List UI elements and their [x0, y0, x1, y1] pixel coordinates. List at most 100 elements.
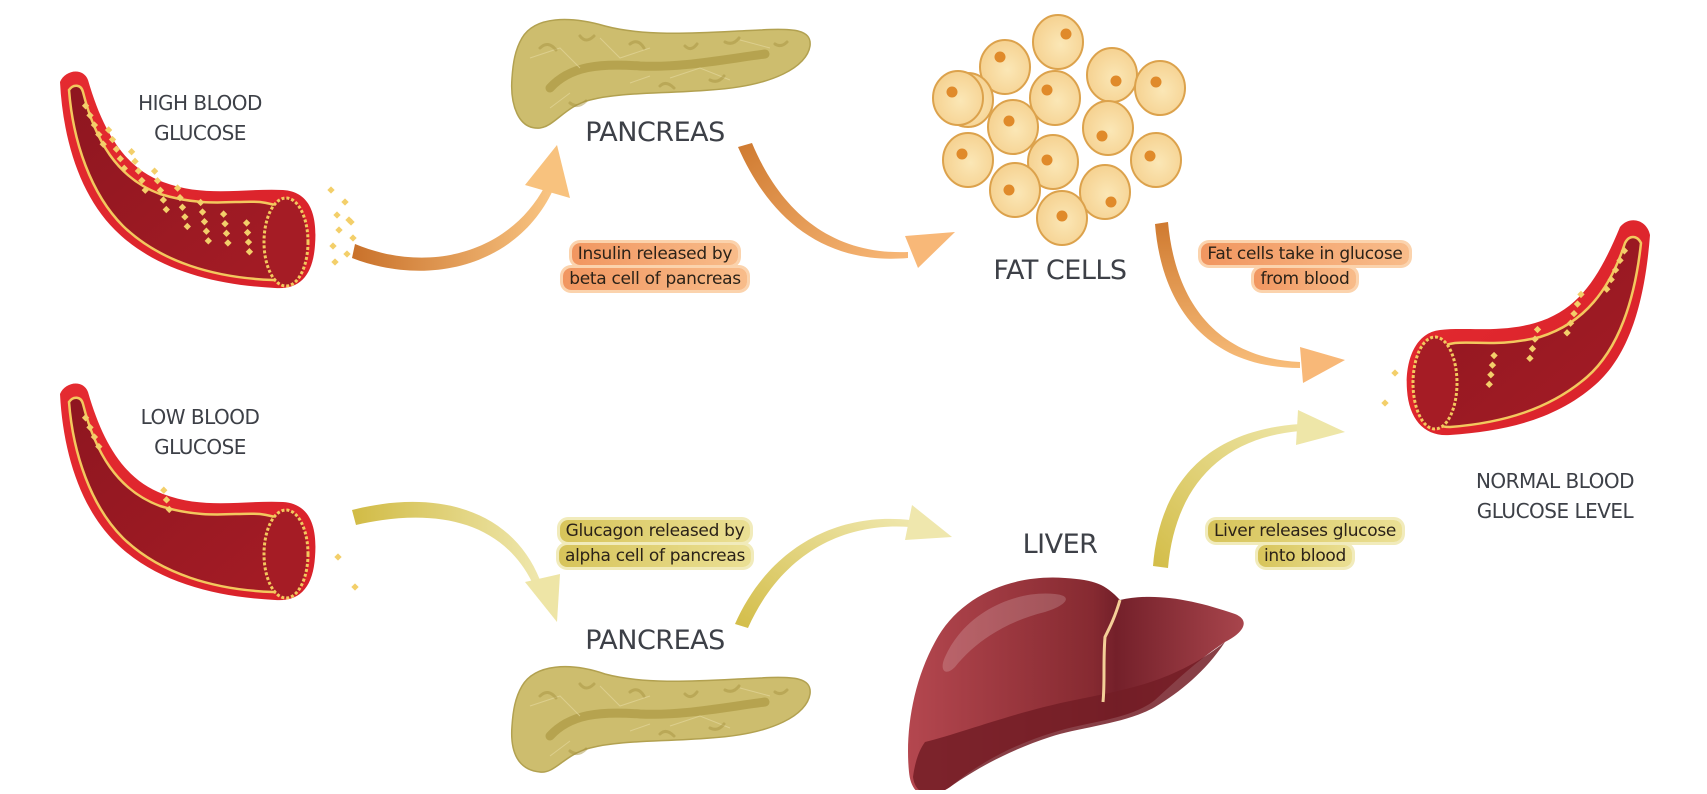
fat-cell-nucleus [1105, 196, 1117, 208]
falciform-ligament [1101, 599, 1122, 703]
glucose-particle [333, 211, 341, 219]
glucose-particle [120, 164, 128, 173]
glucose-particle [1485, 380, 1493, 389]
arrow-head [905, 232, 955, 268]
pancreas-body [510, 18, 811, 129]
arrow-shaft [352, 501, 540, 582]
glucose-particle [165, 505, 173, 514]
arrow-shaft [1153, 424, 1300, 568]
fat-cell-nucleus [1144, 150, 1156, 162]
glucose-particle [90, 433, 99, 441]
glucose-particle [1533, 325, 1542, 334]
liver-highlight [942, 593, 1066, 672]
fat-cell-membrane [979, 39, 1031, 95]
glucose-particle [86, 111, 94, 120]
glucose-particle [99, 140, 107, 148]
glucose-particle [204, 237, 212, 245]
pancreas-top-label: PANCREAS [585, 117, 725, 148]
fat-cell-membrane [1134, 60, 1186, 116]
fat-cell [1032, 14, 1084, 70]
low-glucose-blood-vessel [60, 383, 359, 601]
glucose-particle [153, 177, 162, 185]
insulin-callout-text: Insulin released by beta cell of pancrea… [563, 243, 747, 290]
glucose-particle [327, 186, 335, 194]
glucose-particle [242, 219, 251, 227]
pancreas-lobules [538, 34, 789, 108]
glucose-particle [349, 234, 357, 242]
glucose-particle [331, 258, 339, 266]
glucose-particle [150, 167, 159, 175]
fat-cell [979, 39, 1031, 95]
vessel-opening [262, 196, 310, 288]
fat-cell-membrane [1130, 132, 1182, 188]
fat-cell-membrane [1086, 47, 1138, 103]
fat-uptake-callout: Fat cells take in glucose from blood [1180, 217, 1430, 292]
fat-cell-nucleus [956, 148, 968, 160]
fat-cells-label: FAT CELLS [993, 255, 1127, 286]
fat-cell [1082, 100, 1134, 156]
pancreas-body [510, 665, 811, 773]
glucose-particles [81, 102, 357, 266]
glucose-particle [162, 496, 171, 504]
fat-cell-membrane [1029, 70, 1081, 126]
high-blood-glucose-label: HIGH BLOOD GLUCOSE [138, 91, 262, 145]
arrow-shaft [738, 143, 908, 259]
fat-cell [1036, 190, 1088, 246]
pancreas-texture [529, 37, 771, 109]
normal-blood-glucose-label: NORMAL BLOOD GLUCOSE LEVEL [1475, 469, 1635, 523]
fat-cell-nucleus [994, 51, 1006, 63]
arrow-pancreas-to-liver [735, 505, 952, 628]
fat-cell [1027, 134, 1079, 190]
glucose-particle [334, 553, 342, 561]
fat-cell-membrane [1027, 134, 1079, 190]
arrow-pancreas-to-fat-cells [738, 143, 955, 268]
fat-cell-nucleus [1056, 210, 1068, 222]
glucose-particle [160, 486, 168, 494]
fat-cell-nucleus [1060, 28, 1072, 40]
glucagon-callout-text: Glucagon released by alpha cell of pancr… [558, 520, 752, 567]
arrow-low-glucose-to-pancreas [352, 501, 560, 622]
pancreas-duct [545, 697, 770, 741]
fat-cell-nucleus [1041, 154, 1053, 166]
pancreas-duct [545, 49, 770, 93]
vessel-opening [262, 508, 310, 600]
liver-label: LIVER [1022, 529, 1098, 560]
fat-cell [932, 70, 984, 126]
fat-cell-nucleus [1110, 75, 1122, 87]
arrow-head [1300, 347, 1345, 383]
liver-illustration [908, 577, 1244, 794]
pancreas-bottom-label: PANCREAS [585, 625, 725, 656]
fat-cell-nucleus [1003, 115, 1015, 127]
fat-cell-nucleus [946, 86, 958, 98]
fat-cell [1086, 47, 1138, 103]
glucose-particle [1616, 256, 1624, 265]
fat-cell [1130, 132, 1182, 188]
glucose-particle [1570, 309, 1578, 318]
glucose-particle [329, 242, 337, 250]
fat-cell [942, 132, 994, 188]
glucose-particle [183, 222, 191, 231]
arrow-liver-to-normal-glucose [1153, 410, 1345, 568]
glucose-particle [162, 205, 170, 214]
pancreas-illustration-bottom [510, 665, 811, 773]
arrow-head [525, 574, 560, 622]
glucose-particle [343, 250, 351, 258]
glucose-particle [202, 227, 211, 235]
pancreas-illustration-top [510, 18, 811, 129]
normal-glucose-blood-vessel [1381, 220, 1650, 436]
arrow-head [525, 145, 570, 198]
glucose-particle [335, 226, 343, 234]
glucose-particle [196, 198, 205, 207]
fat-cells-cluster [932, 14, 1186, 246]
glucose-particle [1620, 247, 1629, 255]
fat-cell-nucleus [1003, 184, 1015, 196]
glucose-particle [345, 216, 353, 224]
fat-cell-nucleus [1041, 84, 1053, 96]
arrow-head [1296, 410, 1345, 445]
glucose-particle [1381, 399, 1389, 407]
arrow-shaft [735, 518, 910, 628]
high-glucose-blood-vessel [60, 71, 357, 289]
fat-cell-membrane [1079, 164, 1131, 220]
